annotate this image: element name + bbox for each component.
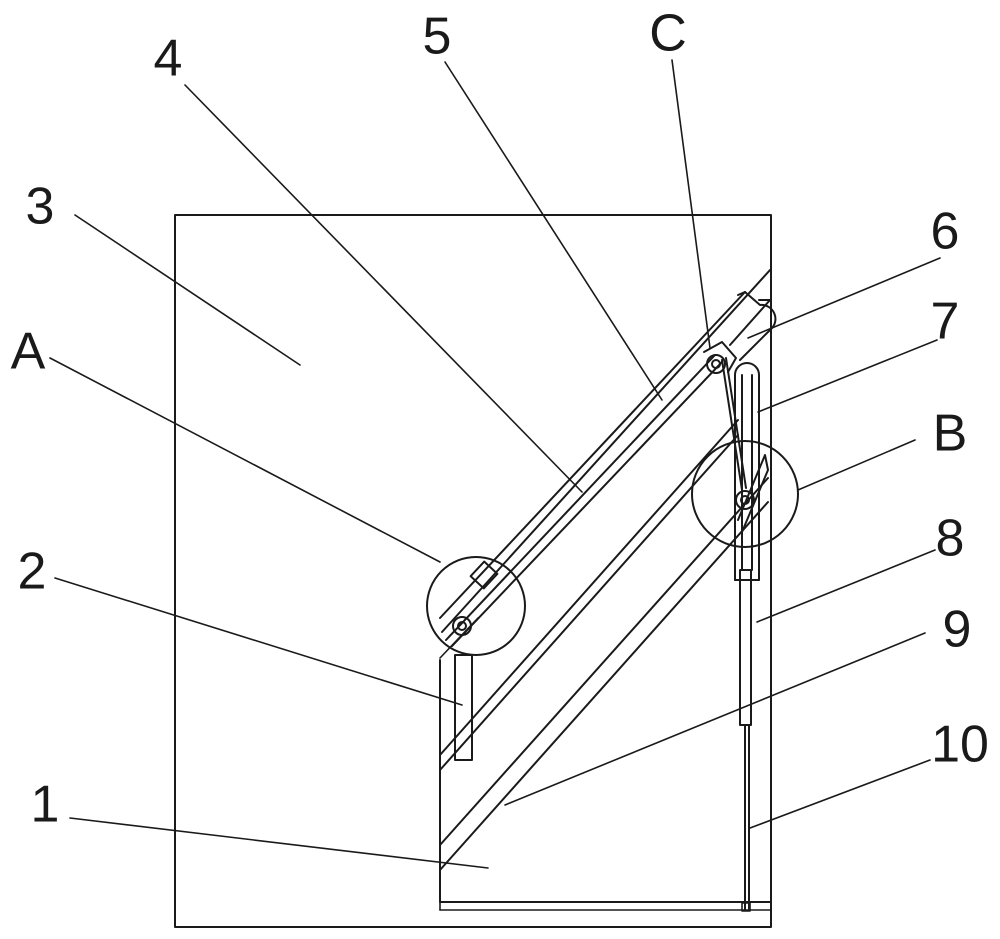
leader-5 — [444, 61, 663, 401]
label-9: 9 — [943, 601, 972, 659]
guide-rail-upper — [445, 354, 716, 641]
top-end-inner — [729, 299, 771, 346]
support-strut-upper — [439, 477, 769, 846]
leader-9 — [504, 632, 926, 806]
support-strut-top — [439, 419, 739, 756]
leader-2 — [54, 577, 463, 706]
leader-1 — [69, 817, 489, 869]
label-1: 1 — [31, 776, 60, 834]
piston-cylinder — [739, 569, 752, 726]
detail-circle-b — [691, 440, 799, 548]
leader-6 — [747, 257, 941, 339]
cover-plate-top — [439, 291, 746, 619]
roller-a — [452, 616, 472, 636]
cable-segment — [721, 359, 743, 491]
label-2: 2 — [18, 543, 47, 601]
detail-circle-a — [426, 556, 526, 656]
label-7: 7 — [931, 293, 960, 351]
support-strut-top-2 — [439, 434, 739, 771]
vertical-guide-outer — [734, 362, 760, 581]
guide-rail-lower — [451, 361, 723, 647]
label-5: 5 — [423, 8, 452, 66]
slider-block — [469, 560, 499, 590]
leader-7 — [757, 339, 938, 413]
leader-c — [671, 59, 711, 349]
roller-b — [735, 490, 755, 510]
outer-frame — [174, 214, 772, 928]
leader-3 — [74, 214, 301, 366]
label-4: 4 — [154, 30, 183, 88]
label-3: 3 — [26, 178, 55, 236]
label-8: 8 — [936, 510, 965, 568]
cover-plate-top-outer — [441, 269, 771, 633]
label-a: A — [11, 323, 46, 381]
leader-a — [49, 357, 441, 563]
label-10: 10 — [931, 716, 989, 774]
roller-a-axle — [457, 621, 467, 631]
support-strut-lower — [439, 501, 769, 871]
leader-b — [797, 439, 916, 491]
piston-foot — [741, 902, 751, 912]
label-c: C — [649, 5, 687, 63]
leader-10 — [749, 759, 931, 829]
label-6: 6 — [931, 203, 960, 261]
pulley-c-axle — [711, 359, 721, 369]
leader-8 — [756, 549, 936, 623]
roller-b-bracket — [737, 454, 769, 533]
inner-compartment — [439, 659, 771, 903]
leader-4 — [184, 84, 583, 493]
pulley-c-bracket — [703, 341, 737, 373]
vertical-plate-2 — [454, 654, 473, 761]
pulley-c — [706, 354, 726, 374]
cover-plate-top-cap — [737, 291, 746, 296]
label-b: B — [933, 405, 968, 463]
